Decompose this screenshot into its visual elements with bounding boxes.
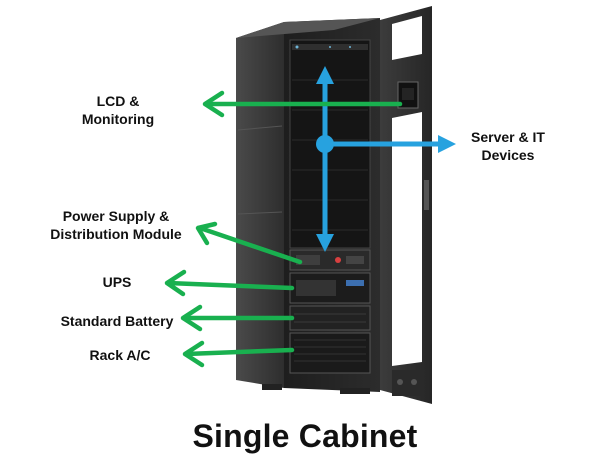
- arrow-battery: [180, 304, 295, 332]
- label-server-line2: Devices: [481, 147, 535, 163]
- label-standard-battery: Standard Battery: [60, 313, 174, 329]
- label-server-it-devices: Server & IT Devices: [454, 128, 562, 164]
- server-area-arrows: [316, 66, 456, 252]
- diagram-title: Single Cabinet: [192, 418, 418, 454]
- rack-ac-unit: [289, 332, 371, 374]
- label-lcd-line2: Monitoring: [81, 111, 155, 127]
- arrow-ups: [164, 269, 295, 297]
- door-glass-lower: [392, 112, 422, 366]
- door-glass-upper: [392, 16, 422, 60]
- cabinet-top: [236, 18, 380, 38]
- cabinet-image: [236, 6, 432, 404]
- label-ups: UPS: [102, 274, 132, 290]
- label-power-line2: Distribution Module: [50, 226, 182, 242]
- battery-unit: [289, 305, 371, 331]
- blue-arrowhead-up: [316, 66, 334, 84]
- arrow-power-supply: [195, 221, 303, 265]
- blue-arrowhead-down: [316, 234, 334, 252]
- arrow-rack-ac: [182, 340, 295, 368]
- label-power-supply: Power Supply & Distribution Module: [36, 207, 196, 243]
- blue-arrowhead-right: [438, 135, 456, 153]
- label-lcd-monitoring: LCD & Monitoring: [62, 92, 174, 128]
- green-pointer-arrows: [164, 90, 403, 368]
- cabinet-side-panel: [236, 22, 284, 388]
- arrow-lcd: [202, 90, 403, 118]
- label-lcd-line1: LCD &: [96, 93, 140, 109]
- label-power-line1: Power Supply &: [62, 208, 170, 224]
- label-server-line1: Server & IT: [471, 129, 545, 145]
- label-rack-ac: Rack A/C: [89, 347, 151, 363]
- blue-junction-dot: [316, 135, 334, 153]
